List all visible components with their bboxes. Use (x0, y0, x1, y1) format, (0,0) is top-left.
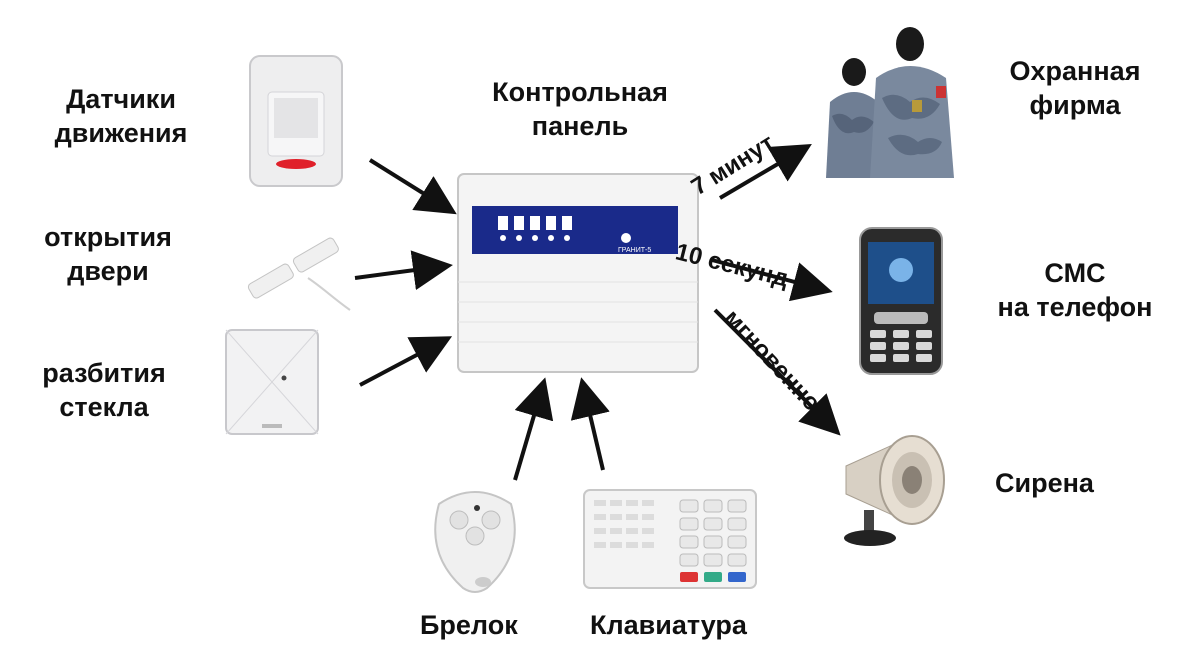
arrow-fob-to-panel (513, 377, 554, 481)
arrow-glass-to-panel (359, 336, 453, 387)
arrow-motion-to-panel (368, 158, 457, 215)
arrow-keypad-to-panel (570, 377, 610, 471)
label-motion-sensor: Датчики движения (54, 84, 188, 148)
label-door-sensor: открытия двери (44, 222, 172, 286)
label-sms-to-phone: СМС на телефон (997, 258, 1153, 322)
motion-sensor-image (246, 52, 346, 190)
siren-image (832, 418, 962, 550)
arrow-panel-to-security (718, 143, 812, 200)
keypad-image (582, 488, 758, 590)
label-key-fob: Брелок (420, 610, 518, 640)
key-fob-image (425, 484, 525, 596)
control-panel-image: ГРАНИТ-5 (456, 172, 700, 374)
label-control-panel: Контрольная панель (492, 77, 668, 141)
label-glass-sensor: разбития стекла (42, 358, 166, 422)
glass-break-sensor-image (222, 326, 322, 438)
mobile-phone-image (858, 226, 944, 376)
label-keypad: Клавиатура (590, 610, 747, 640)
door-sensor-image (238, 228, 358, 312)
security-guards-image (818, 20, 964, 180)
arrow-panel-to-sms (711, 258, 833, 302)
arrow-panel-to-siren (713, 308, 841, 436)
label-security-company: Охранная фирма (1009, 56, 1141, 120)
arrow-door-to-panel (354, 250, 453, 291)
label-siren: Сирена (995, 468, 1094, 498)
panel-model-text: ГРАНИТ-5 (618, 247, 651, 254)
